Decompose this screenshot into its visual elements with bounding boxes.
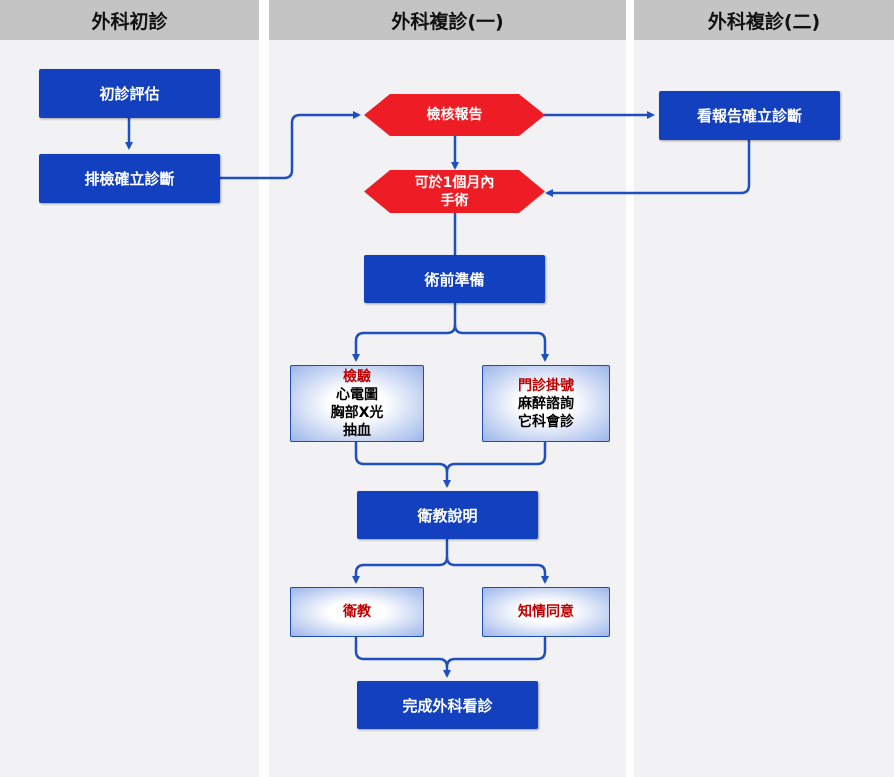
arrow-prep-to-clinic (453, 324, 549, 362)
node-health-edu: 衛教 (290, 587, 424, 637)
arrow-prep-to-exam (352, 303, 457, 362)
line-clinic-merge (445, 441, 547, 473)
arrow-report-to-decision (545, 140, 751, 197)
node-clinic-registration: 門診掛號 麻醉諮詢 它科會診 (482, 365, 610, 442)
line-exam-merge (354, 441, 449, 473)
node-informed-consent-label: 知情同意 (518, 604, 574, 620)
arrow-exam-to-review (220, 111, 361, 180)
line-consent-merge (445, 636, 547, 668)
decision-review-report-label: 檢核報告 (426, 107, 483, 123)
node-health-edu-explain: 衛教說明 (357, 491, 538, 539)
hexagon-shape (364, 170, 545, 213)
node-exam-title: 檢驗 (343, 368, 371, 385)
node-exam-xray: 胸部X光 (330, 404, 384, 421)
lane-followup2-title: 外科複診(二) (634, 0, 894, 40)
node-preop-prep: 術前準備 (364, 255, 545, 303)
arrow-explain-to-edu (352, 539, 449, 584)
hexagon-shape (364, 94, 545, 136)
node-view-report-diagnosis: 看報告確立診斷 (659, 91, 840, 140)
arrow-explain-to-consent (445, 556, 549, 584)
line-edu-merge (354, 636, 449, 668)
node-complete-visit: 完成外科看診 (357, 681, 538, 729)
lane-followup1-title: 外科複診(一) (269, 0, 626, 40)
node-exam-ecg: 心電圖 (336, 386, 378, 403)
node-schedule-exam: 排檢確立診斷 (39, 154, 220, 203)
node-health-edu-label: 衛教 (343, 604, 371, 620)
node-exam: 檢驗 心電圖 胸部X光 抽血 (290, 365, 424, 442)
node-informed-consent: 知情同意 (482, 587, 610, 637)
node-initial-assessment: 初診評估 (39, 69, 220, 118)
decision-surgery-within-month: 可於1個月內 手術 (364, 170, 545, 213)
decision-surgery-line1: 可於1個月內 (414, 174, 495, 191)
node-clinic-consult: 它科會診 (518, 413, 574, 430)
decision-surgery-line2: 手術 (440, 192, 469, 209)
decision-review-report: 檢核報告 (364, 94, 545, 136)
node-clinic-title: 門診掛號 (518, 377, 574, 394)
node-clinic-anesthesia: 麻醉諮詢 (518, 395, 574, 412)
node-exam-blood: 抽血 (343, 422, 371, 439)
lane-initial-title: 外科初診 (0, 0, 259, 40)
